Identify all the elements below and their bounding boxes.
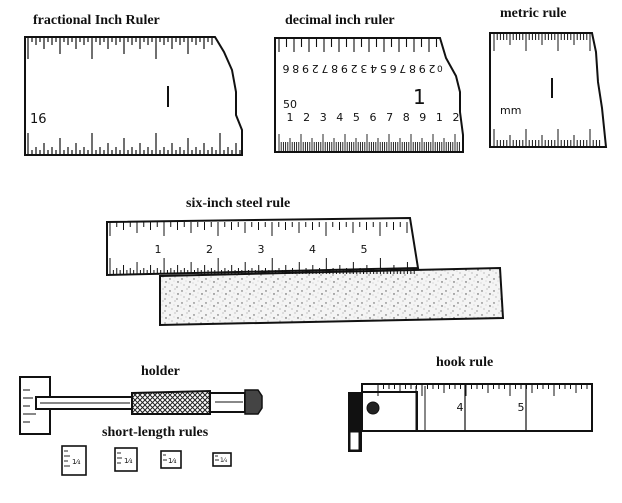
steel-rule-number: 3 xyxy=(258,243,265,256)
steel-rule-number: 2 xyxy=(206,243,213,256)
metric-unit-label: mm xyxy=(500,104,521,117)
decimal-bottom-digit: 9 xyxy=(419,111,426,124)
decimal-top-digit: 9 xyxy=(341,62,348,75)
decimal-top-digit: 7 xyxy=(321,62,328,75)
decimal-top-digit: 3 xyxy=(360,62,367,75)
caption-metric-rule: metric rule xyxy=(500,6,567,21)
steel-rule-front-face xyxy=(106,216,420,277)
decimal-bottom-digit: 3 xyxy=(320,111,327,124)
hook-rule-number: 5 xyxy=(518,401,525,414)
decimal-top-digit: 2 xyxy=(312,62,319,75)
hook-rule-number: 4 xyxy=(457,401,464,414)
decimal-top-digit: 8 xyxy=(292,62,299,75)
decimal-top-digit: 8 xyxy=(331,62,338,75)
holder xyxy=(19,376,263,435)
decimal-top-digit: 7 xyxy=(399,62,406,75)
fractional-side-label: 16 xyxy=(30,112,47,127)
six-inch-steel-rule: 1 2 3 4 5 xyxy=(106,216,505,327)
steel-rule-number: 5 xyxy=(361,243,368,256)
decimal-bottom-digit: 8 xyxy=(403,111,410,124)
decimal-corner-mark: 0 xyxy=(437,65,443,75)
caption-fractional-inch-ruler: fractional Inch Ruler xyxy=(33,13,160,28)
caption-hook-rule: hook rule xyxy=(436,355,494,370)
decimal-bottom-digit: 1 xyxy=(287,111,294,124)
short-rule-2-label: 1⁄₄ xyxy=(124,457,133,465)
decimal-top-digit: 6 xyxy=(283,62,290,75)
steel-rule-back-face xyxy=(159,266,505,327)
caption-six-inch-steel-rule: six-inch steel rule xyxy=(186,196,291,211)
holder-knurled-grip xyxy=(131,389,211,415)
decimal-top-digit: 9 xyxy=(419,62,426,75)
decimal-top-digit: 5 xyxy=(380,62,387,75)
decimal-bottom-digit: 5 xyxy=(353,111,360,124)
decimal-bottom-digit: 1 xyxy=(436,111,443,124)
decimal-top-digit: 2 xyxy=(351,62,358,75)
decimal-bottom-digit: 6 xyxy=(370,111,377,124)
decimal-top-digit: 4 xyxy=(370,62,377,75)
decimal-top-digit: 6 xyxy=(390,62,397,75)
caption-decimal-inch-ruler: decimal inch ruler xyxy=(285,13,395,28)
caption-holder: holder xyxy=(141,364,180,379)
decimal-bottom-digit: 2 xyxy=(303,111,310,124)
decimal-bottom-digit: 2 xyxy=(453,111,460,124)
decimal-bottom-digit: 4 xyxy=(336,111,343,124)
fractional-inch-ruler: 16 xyxy=(24,36,243,156)
decimal-side-label: 50 xyxy=(283,98,297,111)
decimal-top-digit: 8 xyxy=(409,62,416,75)
decimal-top-digit: 2 xyxy=(429,62,436,75)
decimal-center-mark: 1 xyxy=(413,85,426,109)
caption-short-length-rules: short-length rules xyxy=(102,425,209,440)
steel-rule-number: 4 xyxy=(309,243,316,256)
hook-rule-screw xyxy=(366,401,380,415)
short-rule-1-label: 1⁄₄ xyxy=(72,458,81,466)
holder-end-cap xyxy=(244,389,263,415)
decimal-bottom-digit: 7 xyxy=(386,111,393,124)
short-rule-2 xyxy=(114,447,138,472)
short-rule-4-label: 1⁄₄ xyxy=(220,457,228,464)
steel-rule-number: 1 xyxy=(155,243,162,256)
short-rule-3-label: 1⁄₄ xyxy=(168,457,177,465)
decimal-top-digit: 9 xyxy=(302,62,309,75)
metric-rule: mm xyxy=(489,32,608,148)
short-length-rules: 1⁄₄ 1⁄₄ 1⁄₄ 1⁄₄ xyxy=(61,445,232,476)
